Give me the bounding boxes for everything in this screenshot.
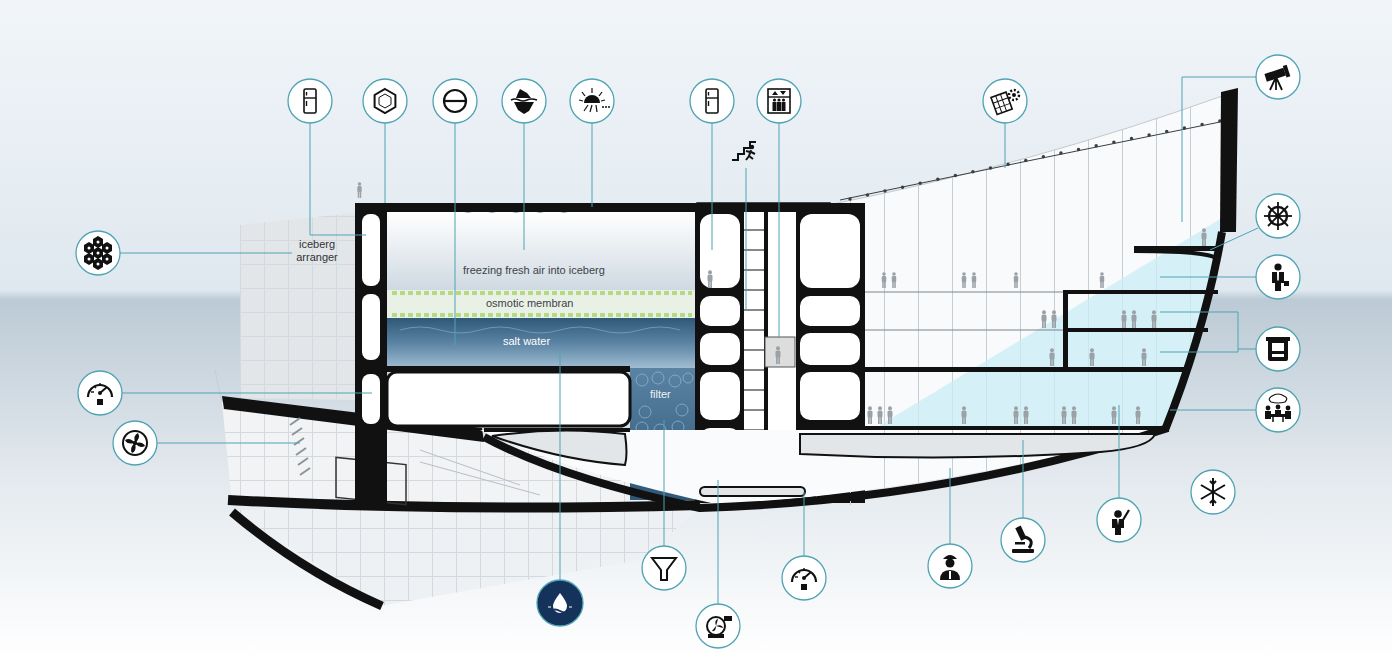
band-label: salt water — [503, 335, 550, 348]
band-label: osmotic membran — [486, 297, 573, 310]
icon-circles — [76, 55, 1300, 648]
filter-column: filter — [630, 368, 695, 500]
iceberg-arranger-panel — [215, 213, 355, 400]
sail-hall — [800, 88, 1238, 430]
people-figures — [357, 182, 1206, 424]
membrane-band: osmotic membran — [387, 290, 695, 318]
band-label: filter — [650, 388, 671, 401]
band-label: iceberg arranger — [282, 238, 352, 264]
hull-bottom — [480, 428, 1168, 508]
leader-lines — [120, 77, 1258, 604]
band-label: freezing fresh air into iceberg — [463, 264, 605, 277]
arranger-panel: iceberg arranger — [280, 236, 354, 272]
salt-water-band: salt water — [387, 318, 695, 368]
fresh-air-band: freezing fresh air into iceberg — [387, 212, 695, 290]
